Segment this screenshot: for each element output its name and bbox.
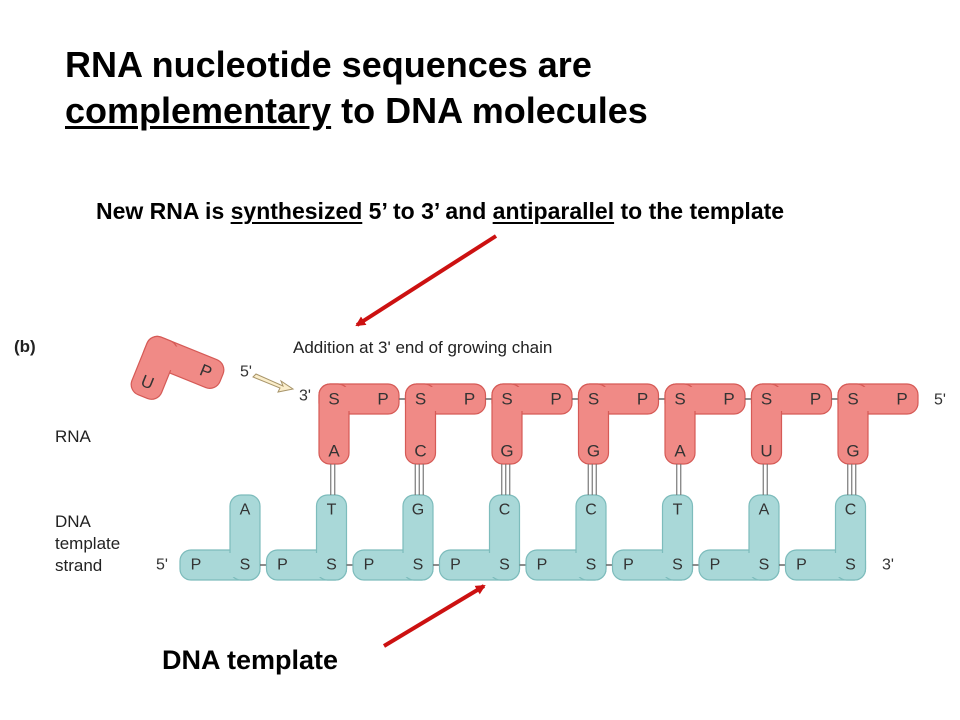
base-pair-bonds: [330, 464, 857, 495]
dna-nucleotide: P S A: [179, 494, 261, 581]
subtitle-text-1: New RNA is: [96, 198, 231, 224]
dna-sugar: S: [759, 557, 770, 574]
subtitle-underline-synthesized: synthesized: [230, 198, 363, 224]
dna-nucleotide: P S C: [438, 494, 521, 581]
rna-nucleotide: S P A: [318, 383, 400, 465]
dna-label-line-1: DNA: [55, 512, 92, 531]
dna-base: T: [327, 502, 337, 519]
slide-subtitle: New RNA is synthesized 5’ to 3’ and anti…: [96, 193, 886, 229]
dna-template-label: DNA template: [162, 645, 339, 675]
rna-strand: S P A S P C S P G S P G S P A S P U S P G: [318, 383, 919, 465]
rna-phosphate: P: [550, 390, 561, 409]
rna-sugar: S: [501, 390, 512, 409]
dna-base: A: [759, 502, 770, 519]
subtitle-underline-antiparallel: antiparallel: [492, 198, 615, 224]
red-arrow-to-dna: [382, 584, 486, 648]
dna-phosphate: P: [191, 557, 202, 574]
title-line-2-rest: to DNA molecules: [331, 90, 648, 131]
dna-3prime-label: 3': [882, 557, 894, 574]
dna-sugar: S: [672, 557, 683, 574]
dna-base: C: [845, 502, 857, 519]
dna-base: A: [240, 502, 251, 519]
rna-base: G: [587, 442, 600, 461]
title-underlined-word: complementary: [65, 90, 332, 131]
dna-label-line-3: strand: [55, 556, 102, 575]
rna-sugar: S: [674, 390, 685, 409]
dna-phosphate: P: [710, 557, 721, 574]
dna-base: T: [673, 502, 683, 519]
subtitle-text-2: 5’ to 3’ and: [362, 198, 493, 224]
dna-nucleotide: P S G: [352, 494, 434, 581]
rna-phosphate: P: [810, 390, 821, 409]
dna-5prime-label: 5': [156, 557, 168, 574]
rna-sugar: S: [328, 390, 339, 409]
dna-sugar: S: [413, 557, 424, 574]
dna-sugar: S: [845, 557, 856, 574]
rna-base: A: [674, 442, 686, 461]
dna-base: G: [412, 502, 424, 519]
title-line-1: RNA nucleotide sequences are: [65, 44, 592, 85]
rna-nucleotide: S P G: [577, 383, 660, 465]
dna-phosphate: P: [364, 557, 375, 574]
incoming-5prime-label: 5': [240, 364, 252, 381]
rna-base: A: [328, 442, 340, 461]
rna-nucleotide: S P A: [664, 383, 746, 465]
panel-label: (b): [14, 337, 36, 356]
dna-sugar: S: [499, 557, 510, 574]
rna-base: U: [760, 442, 772, 461]
dna-phosphate: P: [277, 557, 288, 574]
subtitle-text-3: to the template: [614, 198, 785, 224]
dna-sugar: S: [240, 557, 251, 574]
incoming-nucleotide: P U: [130, 335, 225, 400]
dna-phosphate: P: [796, 557, 807, 574]
rna-sugar: S: [415, 390, 426, 409]
rna-nucleotide: S P G: [491, 383, 573, 465]
rna-base: C: [414, 442, 426, 461]
dna-nucleotide: P S C: [784, 494, 867, 581]
dna-base: C: [585, 502, 597, 519]
rna-5prime-label: 5': [934, 392, 946, 409]
rna-phosphate: P: [637, 390, 648, 409]
rna-nucleotide: S P C: [404, 383, 487, 465]
dna-phosphate: P: [450, 557, 461, 574]
dna-sugar: S: [326, 557, 337, 574]
rna-phosphate: P: [896, 390, 907, 409]
rna-phosphate: P: [464, 390, 475, 409]
rna-phosphate: P: [723, 390, 734, 409]
dna-phosphate: P: [537, 557, 548, 574]
dna-nucleotide: P S C: [525, 494, 607, 581]
addition-label: Addition at 3' end of growing chain: [293, 338, 552, 357]
red-arrow-to-rna: [355, 234, 498, 327]
slide-title: RNA nucleotide sequences are complementa…: [65, 42, 648, 134]
rna-sugar: S: [847, 390, 858, 409]
dna-sugar: S: [586, 557, 597, 574]
incoming-arrow: [252, 373, 295, 393]
rna-base: G: [846, 442, 859, 461]
dna-template-strand: P S A P S T P S G P S C P S C P S T P S A P S C: [179, 494, 867, 581]
dna-nucleotide: P S T: [611, 494, 694, 581]
rna-label: RNA: [55, 427, 92, 446]
rna-3prime-label: 3': [299, 388, 311, 405]
dna-base: C: [499, 502, 511, 519]
dna-phosphate: P: [623, 557, 634, 574]
rna-sugar: S: [761, 390, 772, 409]
dna-nucleotide: P S A: [698, 494, 780, 581]
rna-nucleotide: S P U: [750, 383, 833, 465]
rna-base: G: [500, 442, 513, 461]
rna-phosphate: P: [377, 390, 388, 409]
rna-nucleotide: S P G: [837, 383, 919, 465]
dna-nucleotide: P S T: [265, 494, 348, 581]
dna-label-line-2: template: [55, 534, 120, 553]
rna-sugar: S: [588, 390, 599, 409]
